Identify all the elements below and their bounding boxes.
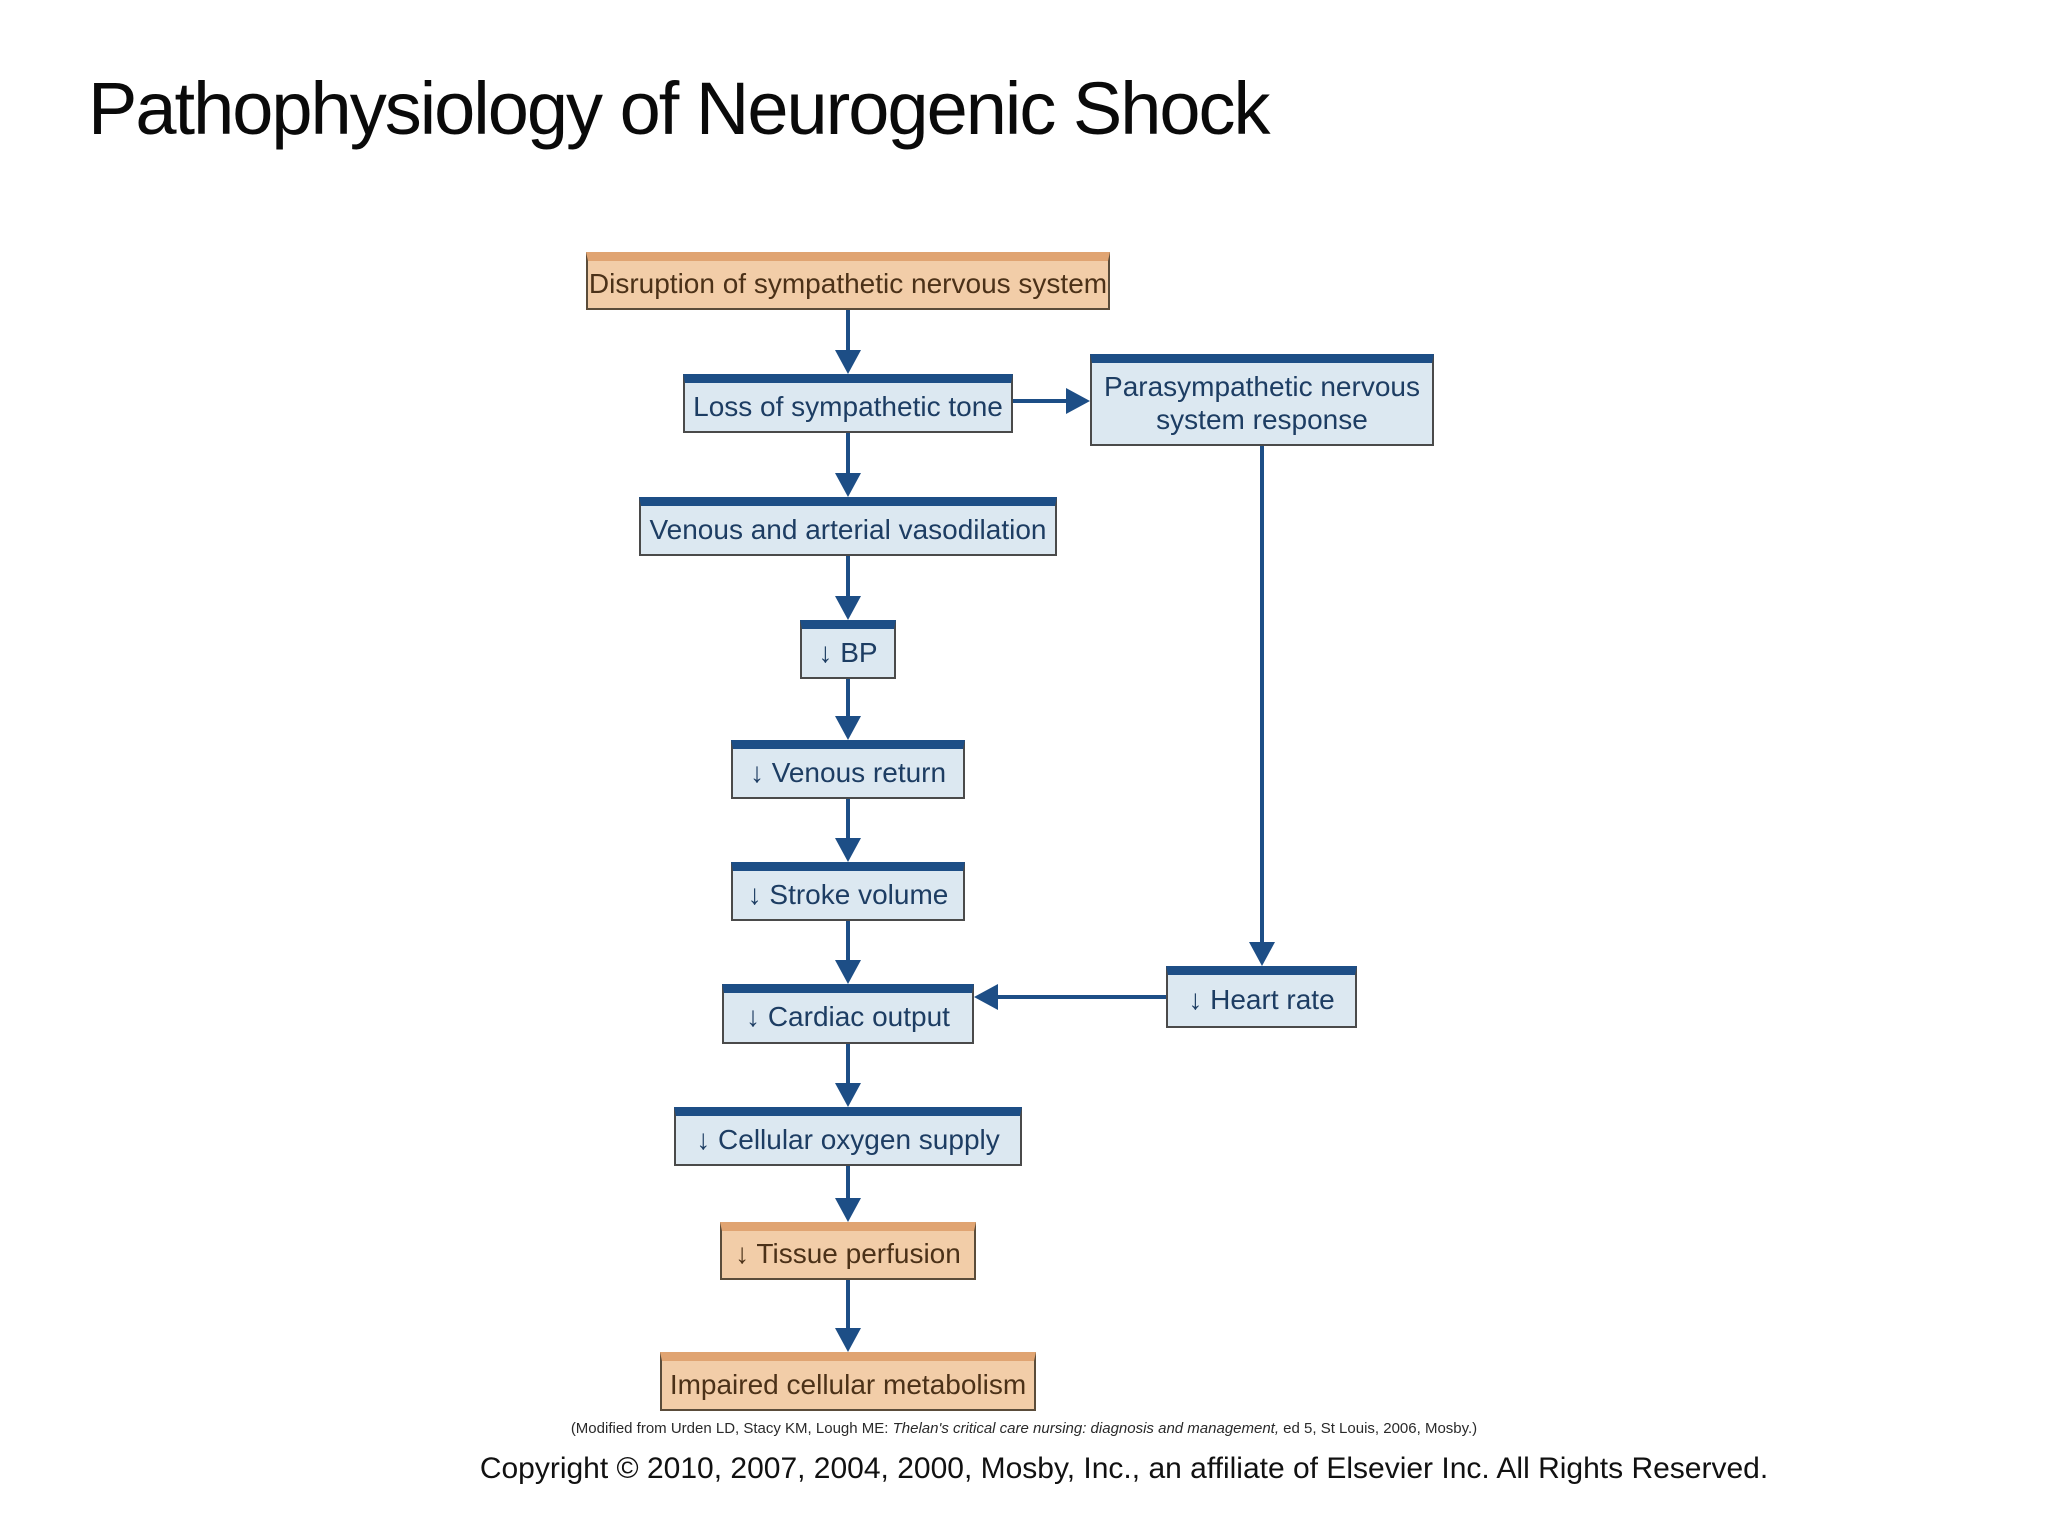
citation-suffix: ed 5, St Louis, 2006, Mosby.): [1279, 1420, 1478, 1437]
arrow-venous-return-to-stroke-volume: [846, 799, 850, 838]
arrowhead-loss-to-vasodilation: [835, 473, 861, 497]
arrow-tissue-perfusion-to-impaired: [846, 1280, 850, 1328]
arrowhead-heart-rate-to-cardiac-output: [974, 984, 998, 1010]
arrow-loss-to-parasympathetic: [1013, 399, 1066, 403]
node-parasympathetic-response: Parasympathetic nervous system response: [1090, 354, 1434, 446]
node-heart-rate: ↓ Heart rate: [1166, 966, 1357, 1028]
arrow-cardiac-output-to-cellular-oxygen: [846, 1044, 850, 1083]
arrowhead-stroke-volume-to-cardiac-output: [835, 960, 861, 984]
arrow-vasodilation-to-bp: [846, 556, 850, 596]
arrowhead-disruption-to-loss: [835, 350, 861, 374]
node-tissue-perfusion: ↓ Tissue perfusion: [720, 1222, 976, 1280]
node-stroke-volume: ↓ Stroke volume: [731, 862, 965, 921]
arrow-disruption-to-loss: [846, 310, 850, 350]
arrowhead-cellular-oxygen-to-tissue-perfusion: [835, 1198, 861, 1222]
node-cellular-oxygen-supply: ↓ Cellular oxygen supply: [674, 1107, 1022, 1166]
arrow-heart-rate-to-cardiac-output: [998, 995, 1166, 999]
arrowhead-bp-to-venous-return: [835, 716, 861, 740]
node-bp: ↓ BP: [800, 620, 896, 679]
node-venous-return: ↓ Venous return: [731, 740, 965, 799]
arrow-parasympathetic-to-heart-rate: [1260, 446, 1264, 942]
arrowhead-cardiac-output-to-cellular-oxygen: [835, 1083, 861, 1107]
arrowhead-loss-to-parasympathetic: [1066, 388, 1090, 414]
copyright-line: Copyright © 2010, 2007, 2004, 2000, Mosb…: [479, 1452, 1769, 1485]
arrowhead-venous-return-to-stroke-volume: [835, 838, 861, 862]
page-title: Pathophysiology of Neurogenic Shock: [88, 67, 1271, 150]
arrow-cellular-oxygen-to-tissue-perfusion: [846, 1166, 850, 1198]
arrowhead-vasodilation-to-bp: [835, 596, 861, 620]
arrow-stroke-volume-to-cardiac-output: [846, 921, 850, 960]
arrow-bp-to-venous-return: [846, 679, 850, 716]
node-disruption: Disruption of sympathetic nervous system: [586, 252, 1110, 310]
citation-prefix: (Modified from Urden LD, Stacy KM, Lough…: [570, 1420, 893, 1437]
node-impaired-cellular-metabolism: Impaired cellular metabolism: [660, 1352, 1036, 1411]
arrow-loss-to-vasodilation: [846, 433, 850, 473]
node-vasodilation: Venous and arterial vasodilation: [639, 497, 1057, 556]
arrowhead-parasympathetic-to-heart-rate: [1249, 942, 1275, 966]
node-cardiac-output: ↓ Cardiac output: [722, 984, 974, 1044]
node-loss-of-sympathetic-tone: Loss of sympathetic tone: [683, 374, 1013, 433]
citation-book-title: Thelan's critical care nursing: diagnosi…: [892, 1420, 1280, 1437]
citation: (Modified from Urden LD, Stacy KM, Lough…: [0, 1420, 2048, 1437]
arrowhead-tissue-perfusion-to-impaired: [835, 1328, 861, 1352]
